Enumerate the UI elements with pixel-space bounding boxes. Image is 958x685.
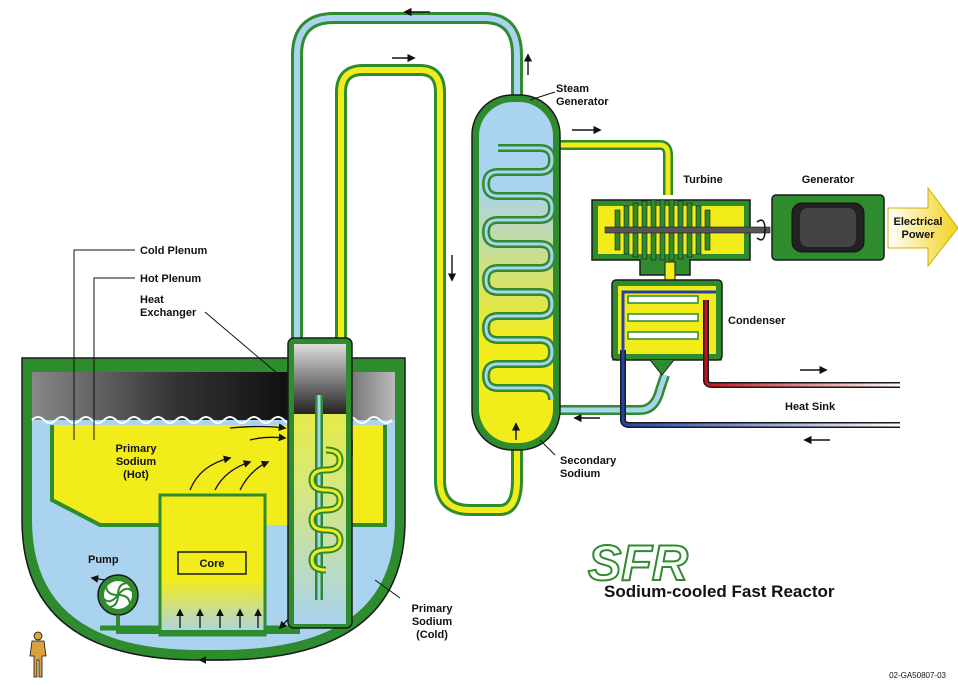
hot-plenum-label: Hot Plenum	[140, 273, 201, 285]
secondary-sodium-label-2: Sodium	[560, 468, 601, 480]
electrical-label-1: Electrical	[894, 216, 943, 228]
condenser-label: Condenser	[728, 315, 786, 327]
condenser	[611, 279, 900, 428]
flow-arrows	[351, 7, 830, 455]
electrical-label-2: Power	[901, 229, 935, 241]
primary-hot-label-1: Primary	[116, 443, 158, 455]
primary-cold-label-1: Primary	[412, 603, 454, 615]
core-label: Core	[199, 558, 224, 570]
core: Core	[90, 423, 293, 664]
pump-label: Pump	[88, 554, 119, 566]
primary-hot-label-3: (Hot)	[123, 469, 149, 481]
sfr-logo: SFR Sodium-cooled Fast Reactor	[587, 534, 835, 601]
pump	[97, 574, 300, 634]
secondary-loop-pipe	[291, 12, 523, 516]
generator-label: Generator	[802, 174, 855, 186]
steam-generator-label-1: Steam	[556, 83, 589, 95]
turbine-label: Turbine	[683, 174, 723, 186]
steam-generator-label-2: Generator	[556, 96, 609, 108]
primary-cold-label-2: Sodium	[412, 616, 453, 628]
turbine	[591, 199, 771, 299]
cold-plenum-label: Cold Plenum	[140, 245, 207, 257]
heat-exchanger-label-2: Exchanger	[140, 307, 197, 319]
leader-lines	[73, 91, 556, 599]
person-scale-figure	[29, 631, 47, 678]
generator	[756, 194, 885, 261]
heat-exchanger-label-1: Heat	[140, 294, 164, 306]
heat-sink-label: Heat Sink	[785, 401, 836, 413]
secondary-sodium-label-1: Secondary	[560, 455, 617, 467]
heat-exchanger	[287, 337, 353, 629]
electrical-power-arrow: Electrical Power	[887, 186, 958, 268]
figure-id: 02-GA50807-03	[889, 671, 946, 680]
sfr-acronym: SFR	[588, 535, 688, 591]
sfr-subtitle: Sodium-cooled Fast Reactor	[604, 582, 835, 601]
steam-line	[550, 140, 673, 415]
primary-cold-label-3: (Cold)	[416, 629, 448, 641]
steam-generator	[471, 94, 561, 451]
primary-hot-label-2: Sodium	[116, 456, 157, 468]
